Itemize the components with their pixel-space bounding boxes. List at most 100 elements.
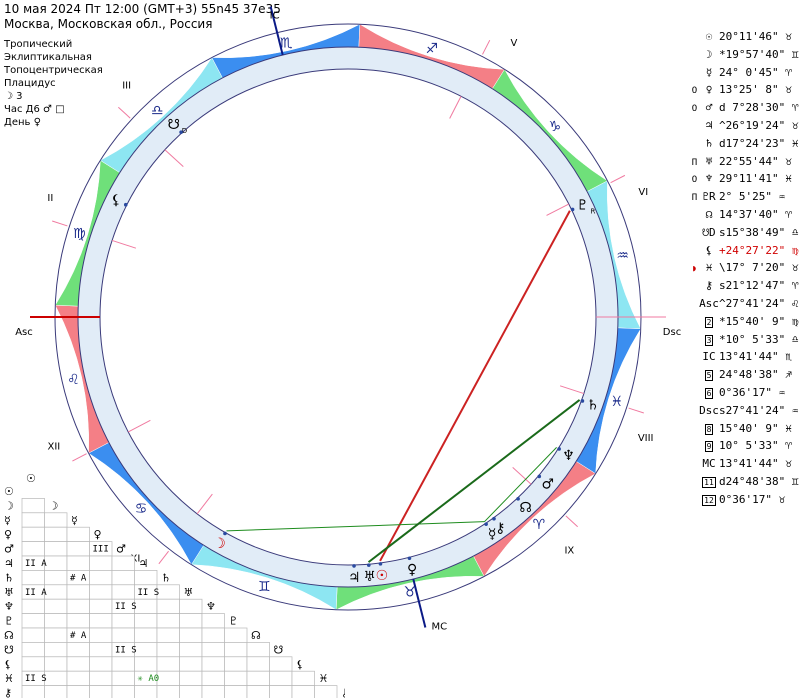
planet-southnode-icon: ☋ xyxy=(168,117,180,133)
position-row: ☊14°37'40" ♈ xyxy=(690,207,792,223)
position-row-symbol: ☉ xyxy=(705,30,713,43)
sign-glyph-gemini: ♊ xyxy=(258,579,271,595)
house-number-box: 5 xyxy=(704,370,714,382)
position-row-value: 15°40' 9" ♓ xyxy=(719,421,792,435)
position-row-value: ^27°41'24" ♌ xyxy=(719,297,799,310)
grid-cell xyxy=(134,642,158,658)
position-row-value: 2° 5'25" ♒ xyxy=(719,190,786,204)
house-cusp-inner-tick xyxy=(127,419,151,433)
house-label: VI xyxy=(638,187,648,198)
grid-cell xyxy=(156,670,180,686)
grid-cell xyxy=(111,656,135,672)
position-row-mark: O xyxy=(691,104,698,115)
grid-cell xyxy=(44,526,68,542)
zodiac-sign-ring: ♈♉♊♋♌♍♎♏♐♑♒♓ xyxy=(54,23,642,611)
position-row-value: *19°57'40" ♊ xyxy=(719,47,799,61)
grid-cell xyxy=(111,685,135,698)
grid-cell xyxy=(246,685,270,698)
grid-cell xyxy=(89,598,113,614)
grid-cell xyxy=(44,685,68,698)
grid-diagonal-label: ♓ xyxy=(319,672,329,685)
position-row-value: 13°41'44" ♏ xyxy=(719,350,792,364)
position-row-value: d 7°28'30" ♈ xyxy=(719,101,799,115)
grid-top-label: ☉ xyxy=(26,472,36,485)
planet-chiron-icon: ⚷ xyxy=(495,521,505,537)
grid-aspect-mark: # A xyxy=(70,631,87,641)
house-cusp-tick xyxy=(158,550,169,565)
position-row-value: 10° 5'33" ♈ xyxy=(719,439,792,453)
sign-glyph-capricorn: ♑ xyxy=(549,119,562,135)
grid-diagonal-label: ♆ xyxy=(206,600,216,613)
grid-row-label: ☋ xyxy=(4,643,14,656)
grid-cell xyxy=(89,685,113,698)
grid-cell xyxy=(21,656,45,672)
planet-sun-marker xyxy=(378,562,383,566)
grid-row-label: ⚷ xyxy=(4,687,12,698)
topocentric-setting: Топоцентрическая xyxy=(4,65,103,76)
grid-cell xyxy=(201,670,225,686)
position-row-symbol: 2 xyxy=(699,314,719,330)
position-row-value: 0°36'17" ♉ xyxy=(719,492,786,506)
ic-axis-line xyxy=(269,6,284,56)
position-row-symbol: ♇R xyxy=(702,190,716,204)
square-icon: □ xyxy=(55,104,65,115)
grid-cell xyxy=(44,642,68,658)
house-label: V xyxy=(510,38,517,49)
grid-cell xyxy=(66,656,90,672)
grid-row-label: ♇ xyxy=(4,615,14,628)
grid-cell xyxy=(44,512,68,528)
planet-southnode-flag: D xyxy=(182,127,187,135)
position-row: 3*10° 5'33" ♎ xyxy=(690,332,798,348)
settings-list: Тропический Эклиптикальная Топоцентричес… xyxy=(4,38,281,129)
position-row-value: d17°24'23" ♓ xyxy=(719,136,799,150)
house-label: II xyxy=(47,193,53,204)
grid-cell xyxy=(156,656,180,672)
house-cusp-tick xyxy=(72,453,87,462)
aspect-line-sun-pluto xyxy=(379,210,571,562)
dsc-label: Dsc xyxy=(663,327,681,338)
position-row: ⚷s21°12'47" ♈ xyxy=(690,278,799,294)
grid-cell xyxy=(134,570,158,586)
grid-cell xyxy=(201,685,225,698)
planet-moon-marker xyxy=(223,531,227,536)
grid-cell xyxy=(156,642,180,658)
planet-jupiter-icon: ♃ xyxy=(348,570,361,586)
grid-cell xyxy=(156,685,180,698)
position-row-mark: O xyxy=(691,86,698,97)
house-label: XII xyxy=(47,442,60,453)
grid-diagonal-label: ♀ xyxy=(94,528,102,541)
house-cusp-tick xyxy=(482,39,491,55)
grid-diagonal-label: ☋ xyxy=(274,643,284,656)
grid-cell xyxy=(111,555,135,571)
moon-day-line: ☽ 3 xyxy=(4,91,23,102)
grid-cell xyxy=(156,627,180,643)
position-row-value: s21°12'47" ♈ xyxy=(719,279,799,293)
sign-glyph-leo: ♌ xyxy=(67,372,80,388)
position-row-value: 24° 0'45" ♈ xyxy=(719,65,792,79)
planet-saturn-marker xyxy=(580,399,585,403)
grid-cell xyxy=(314,685,338,698)
grid-cell xyxy=(89,656,113,672)
grid-cell xyxy=(224,642,248,658)
position-row: ◗♓\17° 7'20" ♉ xyxy=(690,260,799,276)
grid-cell xyxy=(66,670,90,686)
house-label: VIII xyxy=(638,433,654,444)
grid-cell xyxy=(156,598,180,614)
grid-cell xyxy=(179,656,203,672)
grid-row-label: ☽ xyxy=(4,499,14,512)
planet-saturn-icon: ♄ xyxy=(586,398,599,414)
position-row-symbol: 12 xyxy=(699,492,719,508)
chart-location: Москва, Московская обл., Россия xyxy=(4,17,213,31)
grid-cell xyxy=(44,656,68,672)
position-row-value: 14°37'40" ♈ xyxy=(719,208,792,221)
house-label: XI xyxy=(131,554,141,565)
house-number-box: 2 xyxy=(704,316,714,328)
grid-cell xyxy=(66,613,90,629)
planet-sun-icon: ☉ xyxy=(376,568,389,584)
